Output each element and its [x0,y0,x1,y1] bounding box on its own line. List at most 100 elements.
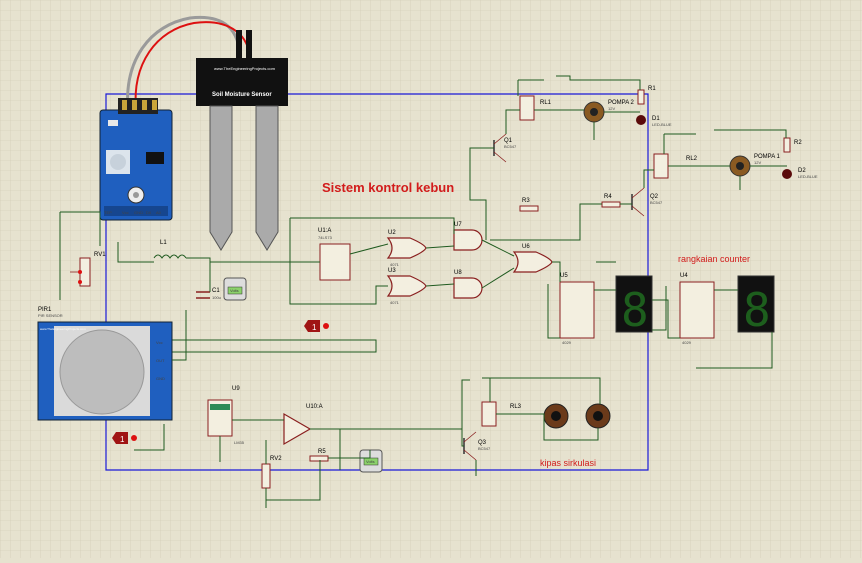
pir-pin-gnd: GND [156,376,165,381]
u6-or-gate[interactable] [512,251,553,273]
seven-seg-2-digit: 8 [743,283,771,337]
sensor-module-brand: TEP [104,210,112,215]
r3-resistor[interactable] [519,205,539,212]
r2-resistor[interactable] [783,137,791,153]
u5-model: 4029 [562,340,572,345]
r2-label: R2 [794,140,802,146]
sensor-pin-d0: D0 [146,210,152,215]
rl3-label: RL3 [510,404,522,410]
pir-pin-out: OUT [156,358,165,363]
pompa2-label: POMPA 2 [608,100,635,106]
u4-counter-ic[interactable] [679,281,715,339]
c1-capacitor[interactable] [196,291,210,299]
counter-wiring [547,261,773,369]
probe-label: Soil Moisture Sensor [212,92,272,98]
q3-label: Q3 [478,440,487,446]
pompa1-motor[interactable] [729,155,751,177]
rl2-label: RL2 [686,156,698,162]
u3-or-gate[interactable] [386,275,427,297]
q2-transistor[interactable] [631,187,645,217]
rv1-potentiometer[interactable] [70,257,91,287]
top-relay-wiring [469,75,641,240]
u5-label: U5 [560,273,568,279]
c1-value: 100u [212,295,221,300]
u8-label: U8 [454,270,462,276]
r3-label: R3 [522,198,530,204]
d2-led[interactable] [782,169,792,179]
u3-label: U3 [388,268,396,274]
d1-led[interactable] [636,115,646,125]
logic-probe-2-state: 1 [120,435,125,444]
u1a-label: U1:A [318,228,331,234]
logic-probe-1[interactable] [304,320,329,332]
fan-2[interactable] [585,403,611,429]
rl1-relay[interactable] [519,95,535,121]
diagram-title: Sistem kontrol kebun [322,180,454,195]
pompa1-label: POMPA 1 [754,154,781,160]
logic-probe-2[interactable] [112,432,137,444]
u3-model: 4071 [390,300,400,305]
rl2-relay[interactable] [653,153,669,179]
pir-sensor[interactable] [37,321,173,421]
fan-wiring [461,377,601,476]
u5-counter-ic[interactable] [559,281,595,339]
r4-label: R4 [604,194,612,200]
sensor-pin-vcc: Vcc [122,210,129,215]
rv1-label: RV1 [94,252,106,258]
u2-or-gate[interactable] [386,237,427,259]
probe-brand: www.TheEngineeringProjects.com [214,66,276,71]
soil-sensor-module[interactable] [99,98,173,221]
l1-inductor[interactable] [153,254,187,259]
counter-label: rangkaian counter [678,254,750,264]
pir-label: PIR1 [38,307,52,313]
sensor-cables [126,15,251,111]
sensor-pin-gnd: GND [134,210,143,215]
u1a-flipflop[interactable] [319,243,351,281]
voltmeter-2[interactable] [359,449,383,473]
q2-model: BC547 [650,200,663,205]
pir-model: PIR SENSOR [38,313,63,318]
fan-1[interactable] [543,403,569,429]
pompa2-motor[interactable] [583,101,605,123]
r1-resistor[interactable] [637,89,645,105]
q1-label: Q1 [504,138,513,144]
voltmeter-1[interactable] [223,277,247,301]
u9-label: U9 [232,386,240,392]
d1-model: LED-BLUE [652,122,672,127]
r5-label: R5 [318,449,326,455]
u2-label: U2 [388,230,396,236]
u8-and-gate[interactable] [453,277,483,299]
l1-label: L1 [160,240,167,246]
sensor-pin-a0: A0 [156,210,162,215]
rl1-label: RL1 [540,100,552,106]
seven-seg-display-1[interactable] [615,275,653,333]
right-relay-wiring [490,129,787,241]
u10a-label: U10:A [306,404,323,410]
logic-wiring [172,217,561,353]
d2-label: D2 [798,168,806,174]
pir-pin-vcc: Vcc [156,340,163,345]
u4-label: U4 [680,273,688,279]
soil-probe[interactable] [196,30,288,251]
rv2-label: RV2 [270,456,282,462]
u9-lm35[interactable] [207,399,233,437]
u6-label: U6 [522,244,530,250]
q1-model: BC547 [504,144,517,149]
pir-brand: www.TheEngineeringProjects.com [40,327,86,331]
r5-resistor[interactable] [309,455,329,462]
u10a-opamp[interactable] [283,412,312,446]
seven-seg-display-2[interactable] [737,275,775,333]
u7-label: U7 [454,222,462,228]
voltmeter-1-label: Volts [230,288,239,293]
rv2-potentiometer[interactable] [261,463,271,489]
q2-label: Q2 [650,194,659,200]
rl3-relay[interactable] [481,401,497,427]
c1-label: C1 [212,288,220,294]
r4-resistor[interactable] [601,201,621,208]
logic-probe-1-state: 1 [312,323,317,332]
q3-model: BC547 [478,446,491,451]
u7-and-gate[interactable] [453,229,483,251]
